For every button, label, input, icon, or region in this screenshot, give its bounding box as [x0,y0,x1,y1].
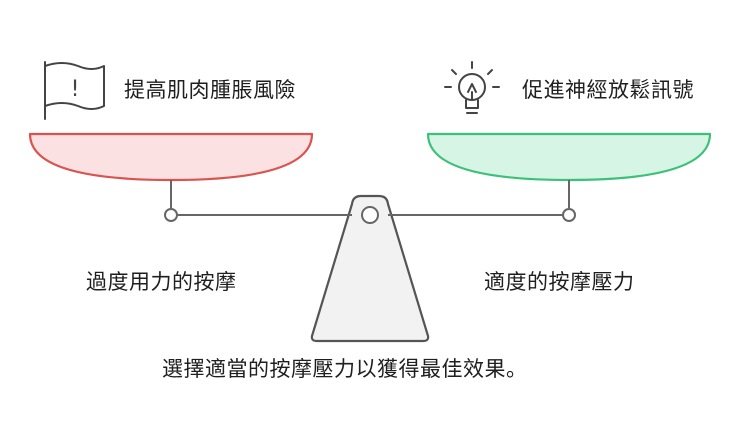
pivot [361,206,379,224]
flag-warning-icon: ! [44,61,105,120]
conclusion-text: 選擇適當的按摩壓力以獲得最佳效果。 [162,357,528,381]
moderate-massage-pressure-label: 適度的按摩壓力 [484,270,635,294]
right-pan [426,132,712,182]
muscle-swelling-risk-label: 提高肌肉腫脹風險 [124,78,296,102]
left-joint [164,208,178,222]
nerve-relaxation-signal-label: 促進神經放鬆訊號 [522,78,694,102]
lightbulb-icon [444,61,500,114]
flag-mark-text: ! [71,77,80,102]
excessive-massage-label: 過度用力的按摩 [86,270,237,294]
fulcrum [310,194,430,343]
left-pan [28,132,314,182]
right-joint [562,208,576,222]
